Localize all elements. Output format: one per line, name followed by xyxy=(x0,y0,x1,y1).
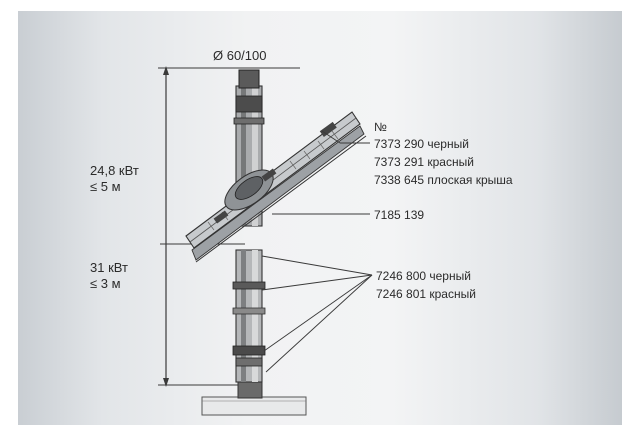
diameter-label: Ø 60/100 xyxy=(213,48,267,63)
range-2-length: ≤ 3 м xyxy=(90,276,121,291)
lower-pipe xyxy=(232,249,266,383)
part-roof-passthrough: 7185 139 xyxy=(374,208,424,222)
part-roof-flashing-black: 7373 290 черный xyxy=(374,137,469,151)
range-2-power: 31 кВт xyxy=(90,260,128,275)
part-roof-flashing-red: 7373 291 красный xyxy=(374,155,474,169)
sloped-roof xyxy=(185,111,367,263)
part-pipe-clamp-black: 7246 800 черный xyxy=(376,269,471,283)
base-slab xyxy=(201,379,307,416)
range-1-power: 24,8 кВт xyxy=(90,163,139,178)
background-frame xyxy=(18,11,622,425)
range-1-length: ≤ 5 м xyxy=(90,179,121,194)
part-pipe-clamp-red: 7246 801 красный xyxy=(376,287,476,301)
leader-lines xyxy=(261,130,373,373)
part-roof-flashing-flat: 7338 645 плоская крыша xyxy=(374,173,513,187)
part-number-header: № xyxy=(374,120,387,134)
